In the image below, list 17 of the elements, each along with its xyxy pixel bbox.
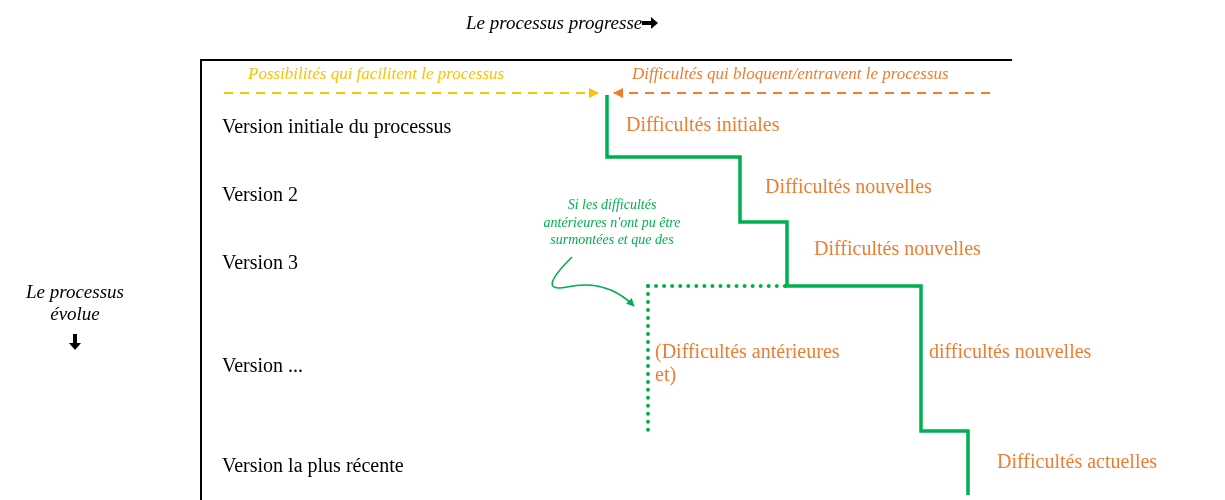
difficulty-label: Difficultés initiales bbox=[626, 113, 780, 136]
version-label: Version 2 bbox=[222, 183, 299, 206]
version-label: Version 3 bbox=[222, 251, 299, 274]
version-label: Version la plus récente bbox=[222, 454, 404, 477]
curved-arrow bbox=[551, 256, 635, 307]
arrow-label: Difficultés qui bloquent/entravent le processus bbox=[632, 64, 949, 84]
note-text: Si les difficultés antérieures n'ont pu être surmontées et que des bbox=[536, 196, 688, 249]
difficulty-label: Difficultés actuelles bbox=[997, 450, 1158, 473]
difficulty-label: (Difficultés antérieures et) bbox=[655, 340, 841, 386]
difficulty-label: difficultés nouvelles bbox=[929, 340, 1092, 363]
axis-label: Le processus évolue bbox=[25, 281, 125, 325]
version-label: Version ... bbox=[222, 354, 304, 377]
difficulty-label: Difficultés nouvelles bbox=[814, 237, 981, 260]
difficulty-label: Difficultés nouvelles bbox=[765, 175, 932, 198]
title: Le processus progresse bbox=[466, 12, 643, 34]
arrow-label: Possibilités qui facilitent le processus bbox=[248, 64, 505, 84]
version-label: Version initiale du processus bbox=[222, 115, 452, 138]
